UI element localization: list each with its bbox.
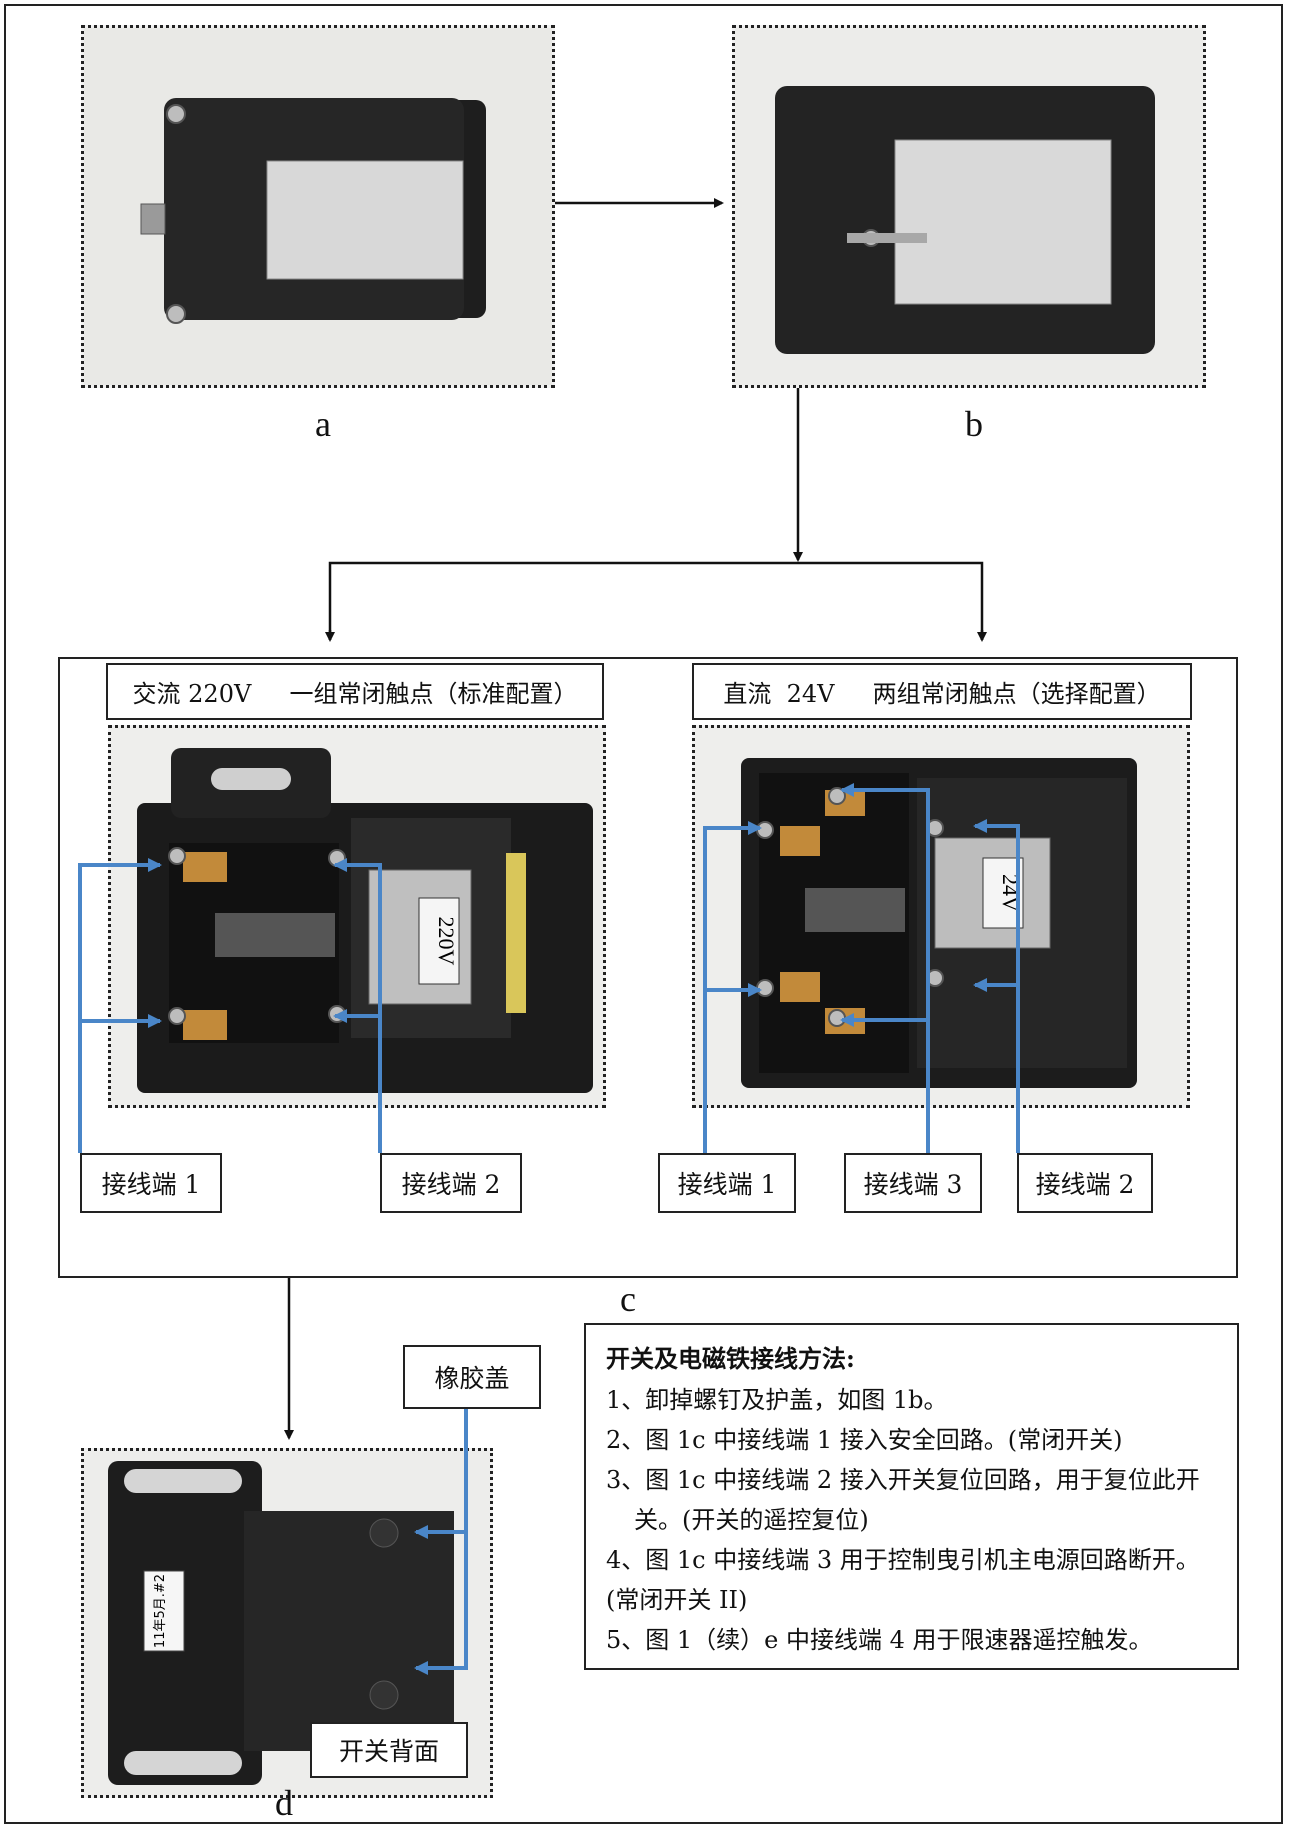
callout-right-terminal-1 [703, 821, 762, 1153]
caption-b: b [965, 404, 983, 444]
terminal-1-label-left: 接线端 1 [80, 1153, 222, 1213]
date-sticker-text: 11年5月.#2 [153, 1574, 168, 1648]
arrow-split [328, 561, 984, 640]
coil-label-220v: 220V [434, 917, 459, 966]
rubber-cover-label: 橡胶盖 [403, 1345, 541, 1409]
caption-a: a [315, 404, 331, 444]
photo-c-right: 24V [692, 725, 1190, 1108]
right-config-header: 直流 24V 两组常闭触点（选择配置） [692, 663, 1192, 720]
instruction-line: 1、卸掉螺钉及护盖，如图 1b。 [606, 1386, 948, 1414]
instructions-title: 开关及电磁铁接线方法: [606, 1344, 855, 1373]
panel-c-frame [58, 657, 1238, 1278]
instruction-line: 4、图 1c 中接线端 3 用于控制曳引机主电源回路断开。 [606, 1546, 1200, 1574]
terminal-3-label-right: 接线端 3 [844, 1153, 982, 1213]
switch-cover-removed-image [735, 28, 1203, 385]
wiring-instructions: 开关及电磁铁接线方法: 1、卸掉螺钉及护盖，如图 1b。 2、图 1c 中接线端… [584, 1323, 1239, 1670]
switch-back-label: 开关背面 [310, 1722, 468, 1778]
instruction-line: 3、图 1c 中接线端 2 接入开关复位回路，用于复位此开 [606, 1466, 1200, 1494]
terminal-1-label-right: 接线端 1 [658, 1153, 796, 1213]
terminal-2-label-left: 接线端 2 [380, 1153, 522, 1213]
caption-d: d [275, 1783, 293, 1823]
callout-left-terminal-1 [78, 858, 162, 1153]
caption-c: c [620, 1279, 636, 1319]
photo-a [81, 25, 555, 388]
figure-frame [4, 4, 1283, 1824]
left-config-header: 交流 220V 一组常闭触点（标准配置） [106, 663, 604, 720]
dc24-switch-interior-image: 24V [695, 728, 1187, 1105]
ac220-switch-interior-image: 220V [111, 728, 603, 1105]
instruction-line: (常闭开关 II) [606, 1586, 748, 1614]
callout-left-terminal-2 [333, 858, 382, 1153]
instruction-line: 关。(开关的遥控复位) [634, 1506, 869, 1534]
callout-right-terminal-2 [973, 819, 1020, 1153]
photo-b [732, 25, 1206, 388]
photo-c-left: 220V [108, 725, 606, 1108]
callout-rubber-cover [414, 1409, 468, 1675]
terminal-2-label-right: 接线端 2 [1017, 1153, 1153, 1213]
instruction-line: 5、图 1（续）e 中接线端 4 用于限速器遥控触发。 [606, 1626, 1153, 1654]
instruction-line: 2、图 1c 中接线端 1 接入安全回路。(常闭开关) [606, 1426, 1123, 1454]
callout-right-terminal-3 [840, 783, 930, 1153]
switch-front-image [84, 28, 552, 385]
